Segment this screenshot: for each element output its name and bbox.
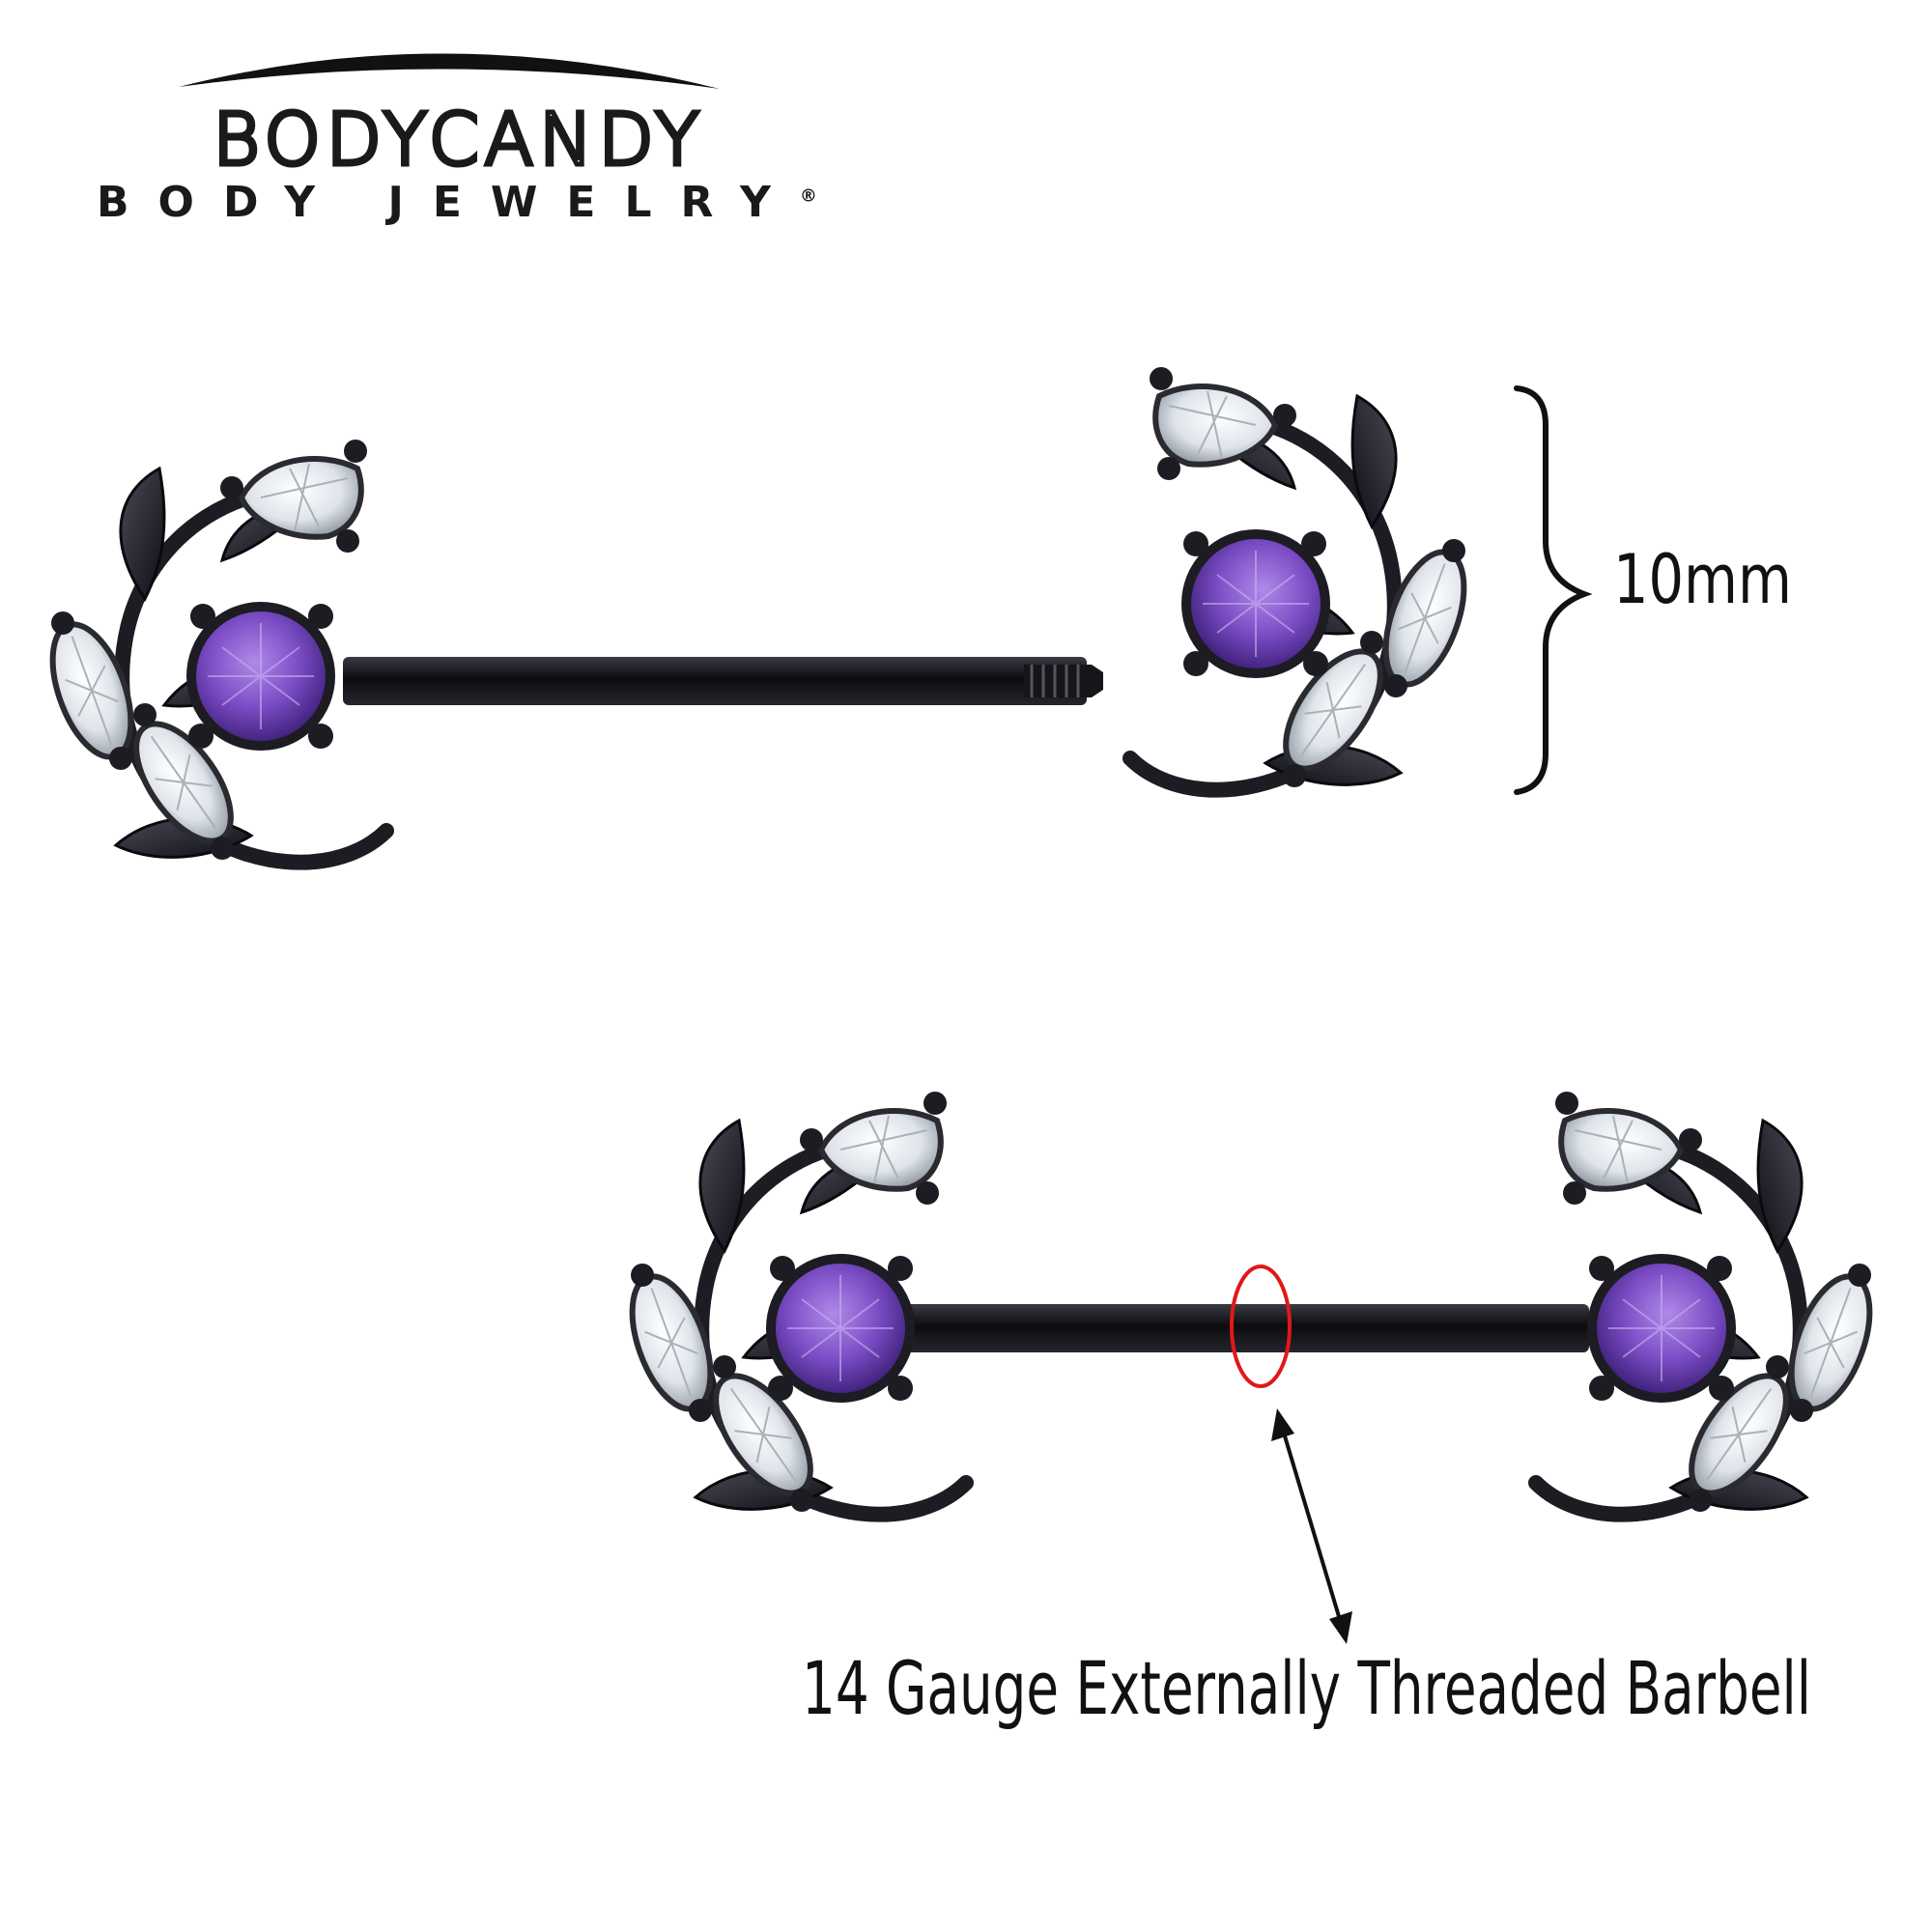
barbell-assembled	[616, 1092, 1885, 1644]
gauge-highlight-ring	[1230, 1264, 1292, 1388]
wreath-ornament-fixed	[37, 440, 386, 863]
registered-mark: ®	[799, 185, 817, 207]
threaded-end	[1024, 665, 1103, 697]
wreath-ornament-removable	[1130, 367, 1480, 790]
brand-logo-text: BODYCANDY	[211, 99, 705, 182]
double-arrow-icon	[1271, 1408, 1352, 1644]
brand-tagline: BODY JEWELRY®	[97, 178, 817, 227]
assembled-shaft	[903, 1304, 1589, 1352]
wreath-ornament-right	[1536, 1092, 1886, 1515]
size-bracket-icon	[1514, 385, 1593, 795]
barbell-disassembled	[37, 367, 1479, 863]
barbell-shaft	[343, 657, 1087, 705]
size-label: 10mm	[1613, 540, 1792, 619]
barbell-caption: 14 Gauge Externally Threaded Barbell	[802, 1645, 1811, 1731]
wreath-ornament-left	[616, 1092, 966, 1515]
